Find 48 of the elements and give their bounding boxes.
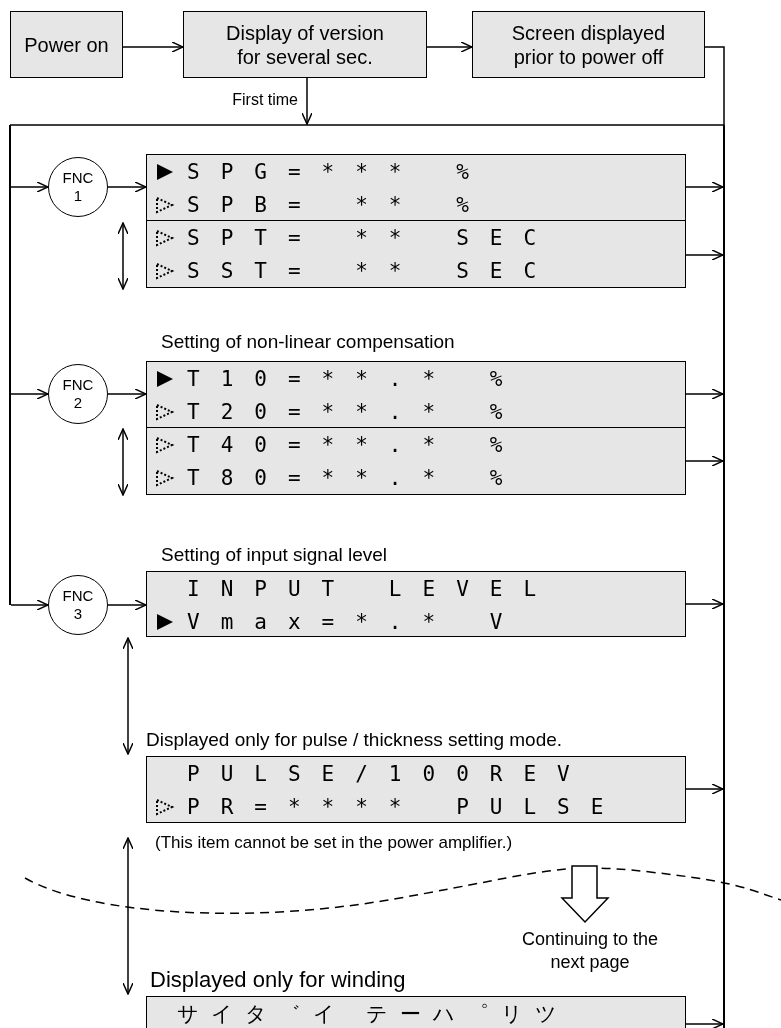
display-line: T40=**.* % bbox=[187, 433, 524, 457]
arrow bbox=[685, 1018, 724, 1028]
arrow bbox=[685, 598, 724, 610]
function-circle: FNC 2 bbox=[48, 364, 108, 424]
continue-note: Continuing to the next page bbox=[520, 928, 660, 974]
arrow bbox=[107, 388, 147, 400]
function-circle: FNC 3 bbox=[48, 575, 108, 635]
return-line bbox=[723, 125, 725, 1028]
display-line: SPB= ** % bbox=[187, 193, 490, 217]
arrow bbox=[107, 181, 147, 193]
arrow bbox=[122, 637, 134, 755]
screen-heading: Setting of input signal level bbox=[161, 543, 388, 567]
screen-heading: Displayed only for pulse / thickness setting mode. bbox=[146, 728, 563, 752]
screen-heading: Displayed only for winding bbox=[150, 968, 406, 992]
arrow bbox=[685, 249, 724, 261]
arrow bbox=[10, 181, 49, 193]
lcd-display bbox=[146, 154, 686, 221]
display-line: サイタ゛イ テーハ゜リツ bbox=[177, 1002, 569, 1026]
process-box: Power on bbox=[10, 11, 123, 78]
arrow bbox=[685, 388, 724, 400]
display-line: T80=**.* % bbox=[187, 466, 524, 490]
arrow bbox=[10, 388, 49, 400]
screen-heading: Setting of non-linear compensation bbox=[161, 330, 455, 354]
display-line: T10=**.* % bbox=[187, 367, 524, 391]
display-line: PR=**** PULSE bbox=[187, 795, 625, 819]
lcd-display bbox=[146, 220, 686, 288]
display-line: SPG=*** % bbox=[187, 160, 490, 184]
arrow bbox=[107, 599, 147, 611]
return-line bbox=[9, 125, 11, 605]
arrow bbox=[685, 455, 724, 467]
arrow bbox=[685, 783, 724, 795]
display-line: PULSE/100REV bbox=[187, 762, 591, 786]
arrow bbox=[685, 181, 724, 193]
display-line: Vmax=*.* V bbox=[187, 610, 524, 634]
process-box: Display of version for several sec. bbox=[183, 11, 427, 78]
arrow bbox=[301, 77, 313, 125]
display-line: SPT= ** SEC bbox=[187, 226, 558, 250]
note-text: (This item cannot be set in the power amplifier.) bbox=[155, 833, 513, 853]
process-box: Screen displayed prior to power off bbox=[472, 11, 705, 78]
arrow bbox=[122, 41, 184, 53]
arrow bbox=[426, 41, 473, 53]
display-line: SST= ** SEC bbox=[187, 259, 558, 283]
arrow bbox=[122, 837, 134, 995]
function-circle: FNC 1 bbox=[48, 157, 108, 217]
arrow bbox=[10, 599, 49, 611]
display-line: T20=**.* % bbox=[187, 400, 524, 424]
lcd-display bbox=[146, 427, 686, 495]
display-line: INPUT LEVEL bbox=[187, 577, 558, 601]
